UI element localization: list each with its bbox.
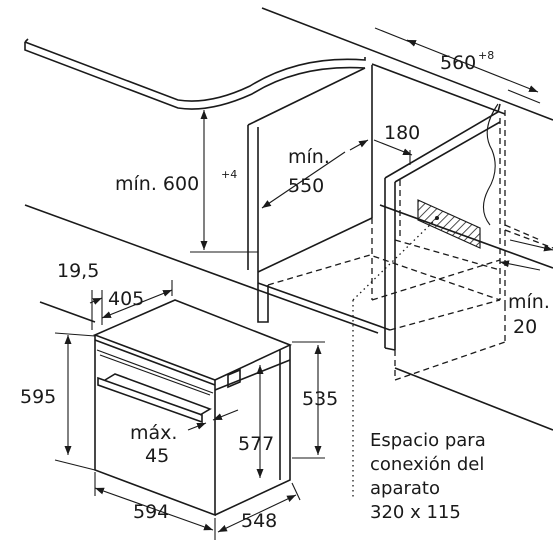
- label-front-depth: 405: [108, 288, 144, 310]
- label-vent-gap: 180: [384, 122, 420, 144]
- label-handle-1: máx.: [130, 422, 177, 444]
- label-niche-depth-2: 550: [288, 175, 324, 197]
- note-line-1: Espacio para: [370, 430, 486, 451]
- connection-note: Espacio para conexión del aparato 320 x …: [370, 430, 486, 523]
- note-line-4: 320 x 115: [370, 502, 461, 523]
- label-cabinet-height-tol: +4: [221, 168, 237, 181]
- label-front-offset: 19,5: [57, 260, 99, 282]
- connection-area: [352, 199, 481, 500]
- note-line-2: conexión del: [370, 454, 484, 475]
- hidden-lines: [267, 110, 553, 381]
- label-rear-gap-2: 20: [513, 316, 537, 338]
- label-oven-depth: 548: [241, 510, 277, 532]
- label-rear-gap-1: mín.: [508, 291, 550, 313]
- label-inner-height: 577: [238, 433, 274, 455]
- oven: [92, 299, 293, 517]
- floor-lines: [24, 204, 259, 323]
- label-niche-width: 560: [440, 52, 476, 74]
- dimension-labels: 560 +8 mín. 600 +4 mín. 550 180 mín. 20 …: [20, 49, 550, 532]
- label-body-height: 535: [302, 388, 338, 410]
- note-line-3: aparato: [370, 478, 440, 499]
- label-oven-width: 594: [133, 501, 169, 523]
- label-niche-depth-1: mín.: [288, 146, 330, 168]
- label-handle-2: 45: [145, 445, 169, 467]
- niche-cabinet: [247, 63, 553, 431]
- dimensions: [54, 27, 553, 540]
- label-cabinet-height: mín. 600: [115, 173, 199, 195]
- label-oven-height: 595: [20, 386, 56, 408]
- label-niche-width-tol: +8: [478, 49, 494, 62]
